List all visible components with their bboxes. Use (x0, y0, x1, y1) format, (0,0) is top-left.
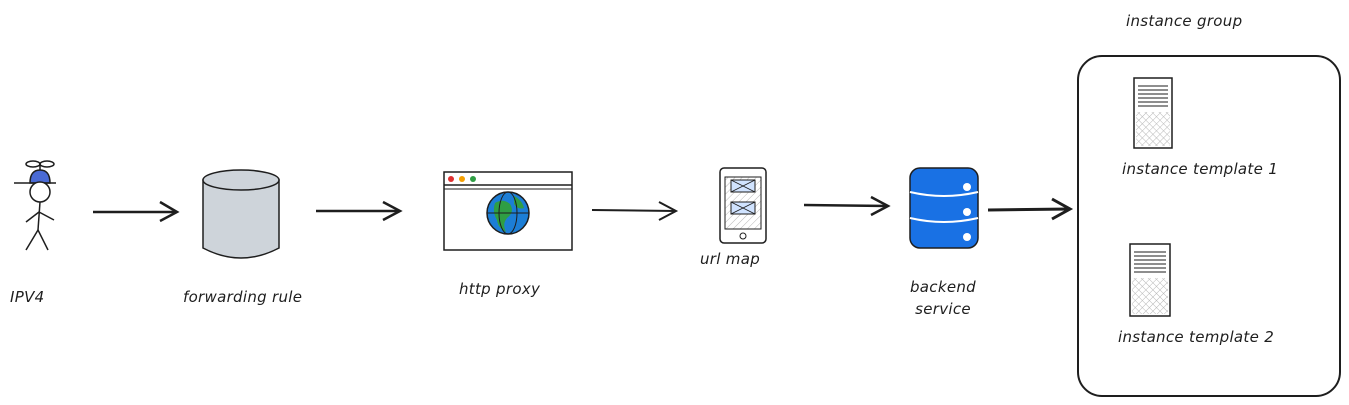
instance-group-container (1077, 55, 1341, 397)
backend-service-label-line1: backend (909, 278, 976, 296)
database-stack-icon (909, 167, 979, 249)
ipv4-label: IPV4 (10, 288, 45, 306)
forwarding-rule-label: forwarding rule (183, 288, 303, 306)
server-icon (1133, 77, 1173, 149)
instance-template-2-label: instance template 2 (1118, 328, 1275, 346)
mobile-phone-icon (719, 167, 767, 244)
arrow-backend-service-to-instance-group (987, 197, 1074, 221)
url-map-label: url map (700, 250, 761, 268)
backend-service-label-line2: service (915, 300, 971, 318)
instance-group-label: instance group (1126, 12, 1243, 30)
cylinder-icon (202, 169, 280, 259)
browser-window-globe-icon (443, 171, 573, 251)
http-proxy-label: http proxy (459, 280, 541, 298)
instance-template-1-label: instance template 1 (1122, 160, 1279, 178)
backend-service-label: backend service (898, 278, 988, 318)
server-icon (1129, 243, 1171, 317)
arrow-url-map-to-backend-service (803, 195, 891, 217)
arrow-user-to-forwarding-rule (93, 200, 180, 223)
arrow-forwarding-rule-to-http-proxy (316, 200, 403, 222)
stick-figure-propeller-hat-icon (14, 160, 56, 251)
arrow-http-proxy-to-url-map (591, 201, 679, 221)
